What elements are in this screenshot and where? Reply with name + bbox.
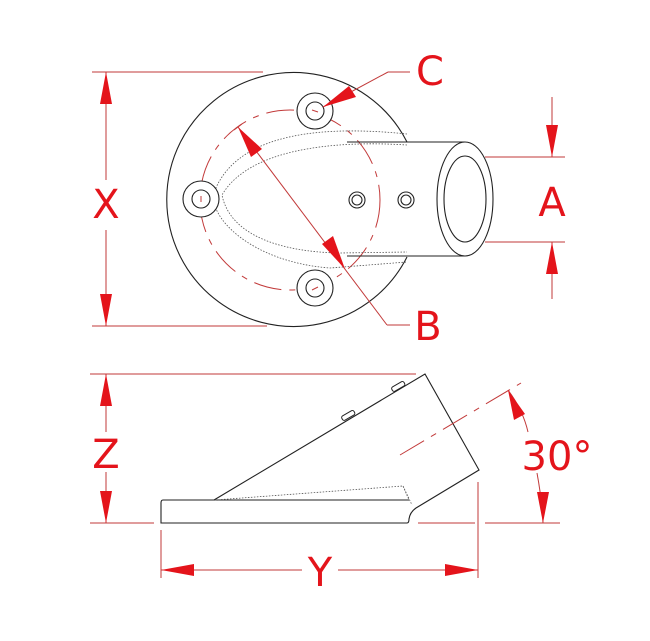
label-x: X xyxy=(92,182,119,228)
label-c: C xyxy=(416,49,444,95)
set-screw-icon xyxy=(341,410,356,421)
label-angle: 30° xyxy=(522,434,593,480)
top-view: X A B C xyxy=(92,49,566,350)
set-screw-icon xyxy=(397,191,415,209)
arrowhead-icon xyxy=(322,236,345,269)
hidden-outline-inner xyxy=(221,143,408,254)
arrowhead-icon xyxy=(546,242,558,274)
bolt-hole-top xyxy=(296,92,334,130)
arrowhead-icon xyxy=(100,72,112,104)
arrowhead-icon xyxy=(161,564,194,576)
label-a: A xyxy=(538,180,566,226)
dimension-angle: 30° xyxy=(507,389,593,524)
base-plate xyxy=(160,373,480,524)
arrowhead-icon xyxy=(546,125,558,157)
arrowhead-icon xyxy=(100,491,112,523)
label-y: Y xyxy=(307,550,333,596)
dimension-z: Z xyxy=(90,373,560,524)
side-view: 30° Z Y xyxy=(90,373,593,596)
arrowhead-icon xyxy=(537,492,549,523)
bolt-circle xyxy=(199,109,381,291)
set-screw-icon xyxy=(391,381,406,392)
tube-outer-end xyxy=(436,141,494,257)
label-z: Z xyxy=(92,432,119,478)
dimension-a: A xyxy=(485,97,566,299)
hidden-outline-outer xyxy=(213,130,408,269)
arrowhead-icon xyxy=(445,564,478,576)
label-b: B xyxy=(414,304,441,350)
dimension-y: Y xyxy=(160,482,479,596)
tube-inner-end xyxy=(443,155,487,243)
bolt-hole-left xyxy=(182,180,220,218)
dimension-c: C xyxy=(322,49,444,108)
dimension-x: X xyxy=(92,71,267,327)
hidden-weld-line xyxy=(214,485,413,506)
base-flange xyxy=(166,71,408,328)
dimension-b: B xyxy=(233,123,442,350)
arrowhead-icon xyxy=(238,127,262,157)
set-screw-icon xyxy=(348,191,366,209)
arrowhead-icon xyxy=(100,294,112,326)
tube-centerline xyxy=(399,382,522,456)
arrowhead-icon xyxy=(323,86,356,107)
bolt-hole-bottom xyxy=(296,269,334,307)
arrowhead-icon xyxy=(100,374,112,406)
arrowhead-icon xyxy=(508,390,525,420)
